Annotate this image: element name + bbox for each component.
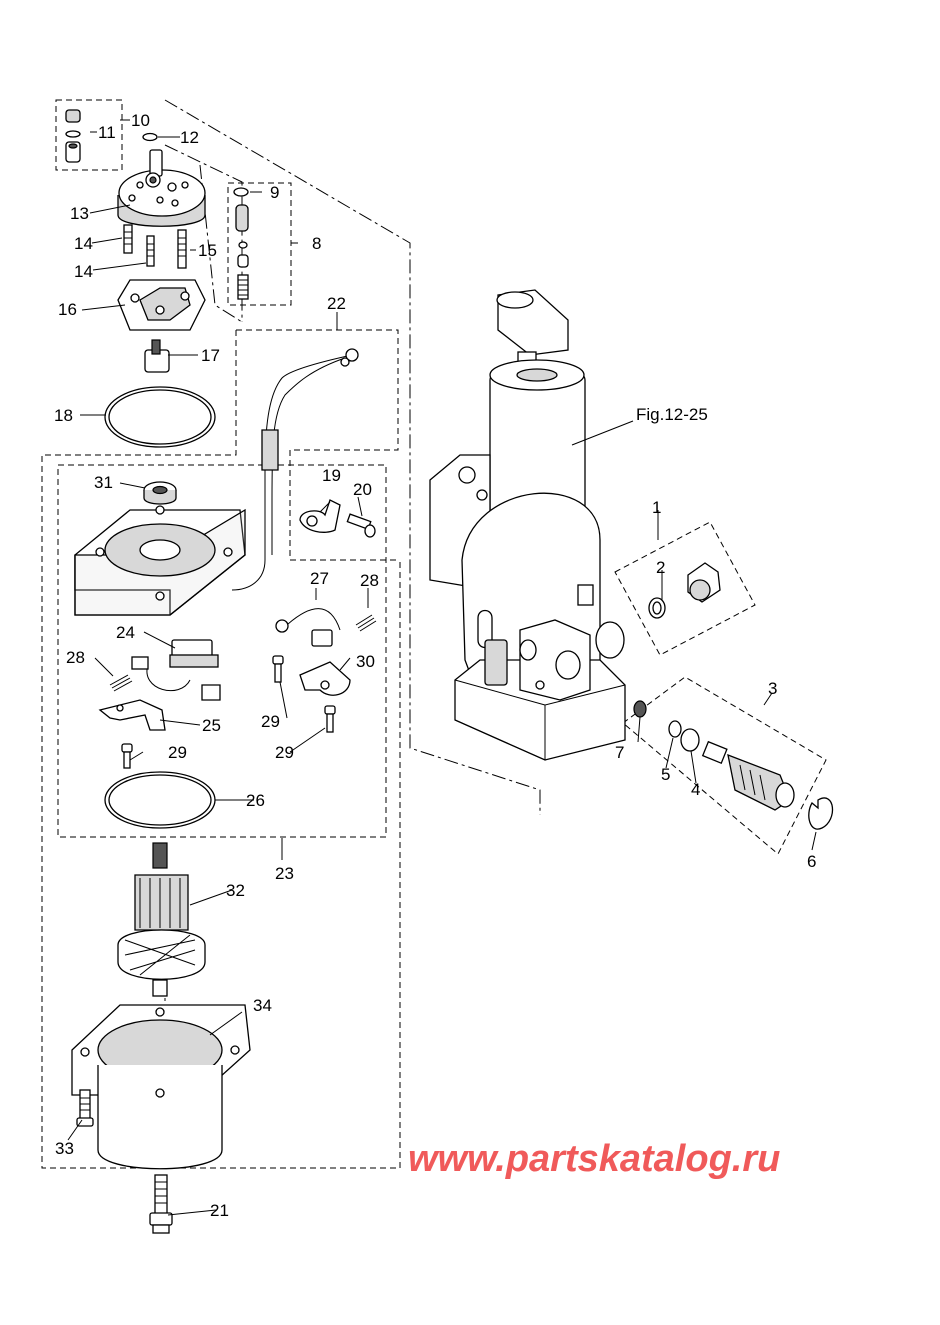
callout-34: 34 — [253, 996, 272, 1015]
callout-29-top: 29 — [261, 712, 280, 731]
trim-cylinder-assembly — [429, 289, 626, 761]
group-frame-3 — [622, 676, 827, 855]
part-13-reservoir-cap — [117, 149, 206, 227]
callout-18: 18 — [54, 406, 73, 425]
callout-25: 25 — [202, 716, 221, 735]
callout-22: 22 — [327, 294, 346, 313]
part-27-brush-lead — [275, 608, 341, 647]
callout-26: 26 — [246, 791, 265, 810]
part-3-manual-valve — [701, 740, 795, 811]
callout-24: 24 — [116, 623, 135, 642]
part-8-valve-set — [233, 187, 249, 300]
callout-5: 5 — [661, 765, 670, 784]
part-5-o-ring — [668, 720, 682, 738]
callout-labels: 10 11 12 9 13 14 15 8 14 22 16 17 18 Fig… — [54, 111, 816, 1220]
part-21-bolt — [149, 1174, 173, 1234]
part-24-brush-holder — [131, 639, 221, 701]
callout-21: 21 — [210, 1201, 229, 1220]
group-frame-10 — [55, 99, 123, 171]
part-34-motor-yoke — [71, 1004, 251, 1170]
part-31-bearing — [143, 481, 177, 505]
callout-14-bottom: 14 — [74, 262, 93, 281]
callout-13: 13 — [70, 204, 89, 223]
part-25-brush-plate — [98, 699, 166, 731]
watermark-text: www.partskatalog.ru — [408, 1138, 780, 1180]
part-22-lead-wires — [231, 348, 359, 591]
group-frame-23 — [57, 464, 387, 838]
group-frames — [41, 99, 827, 1169]
part-30-brush-plate — [299, 661, 351, 696]
callout-16: 16 — [58, 300, 77, 319]
callout-17: 17 — [201, 346, 220, 365]
group-frame-outer — [41, 330, 401, 1169]
part-6-circlip — [808, 797, 834, 830]
callout-4: 4 — [691, 780, 700, 799]
motor-end-plate — [74, 505, 246, 616]
group-frame-1 — [614, 521, 756, 656]
callout-30: 30 — [356, 652, 375, 671]
callout-33: 33 — [55, 1139, 74, 1158]
part-1-plug — [687, 562, 721, 603]
part-17-coupling — [144, 339, 170, 373]
callout-23: 23 — [275, 864, 294, 883]
leader-lines — [67, 119, 817, 1216]
part-28-springs — [109, 614, 377, 692]
callout-2: 2 — [656, 558, 665, 577]
part-4-o-ring — [680, 728, 700, 752]
callout-27: 27 — [310, 569, 329, 588]
callout-6: 6 — [807, 852, 816, 871]
callout-7: 7 — [615, 743, 624, 762]
callout-28-right: 28 — [360, 571, 379, 590]
callout-11: 11 — [98, 123, 116, 142]
part-32-armature — [117, 842, 206, 997]
callout-9: 9 — [270, 183, 279, 202]
part-29-screws — [121, 655, 336, 769]
callout-29-left: 29 — [168, 743, 187, 762]
callout-19: 19 — [322, 466, 341, 485]
callout-fig-ref: Fig.12-25 — [636, 405, 708, 424]
group-frame-8 — [227, 182, 292, 306]
callout-32: 32 — [226, 881, 245, 900]
part-14-15-bolts — [123, 224, 187, 269]
part-20-screw — [346, 513, 376, 538]
callout-20: 20 — [353, 480, 372, 499]
part-12-o-ring — [142, 132, 158, 142]
part-33-screw — [76, 1089, 94, 1127]
callout-15: 15 — [198, 241, 217, 260]
part-7-o-ring — [633, 700, 647, 718]
group-frame-22 — [236, 329, 400, 561]
callout-29-right: 29 — [275, 743, 294, 762]
callout-31: 31 — [94, 473, 113, 492]
part-19-clamp — [299, 499, 341, 533]
callout-8: 8 — [312, 234, 321, 253]
callout-3: 3 — [768, 679, 777, 698]
part-16-valve-body — [117, 279, 206, 331]
callout-28-left: 28 — [66, 648, 85, 667]
callout-10: 10 — [131, 111, 150, 130]
callout-14-top: 14 — [74, 234, 93, 253]
part-11-cap — [65, 109, 81, 163]
callout-12: 12 — [180, 128, 199, 147]
callout-1: 1 — [652, 498, 661, 517]
